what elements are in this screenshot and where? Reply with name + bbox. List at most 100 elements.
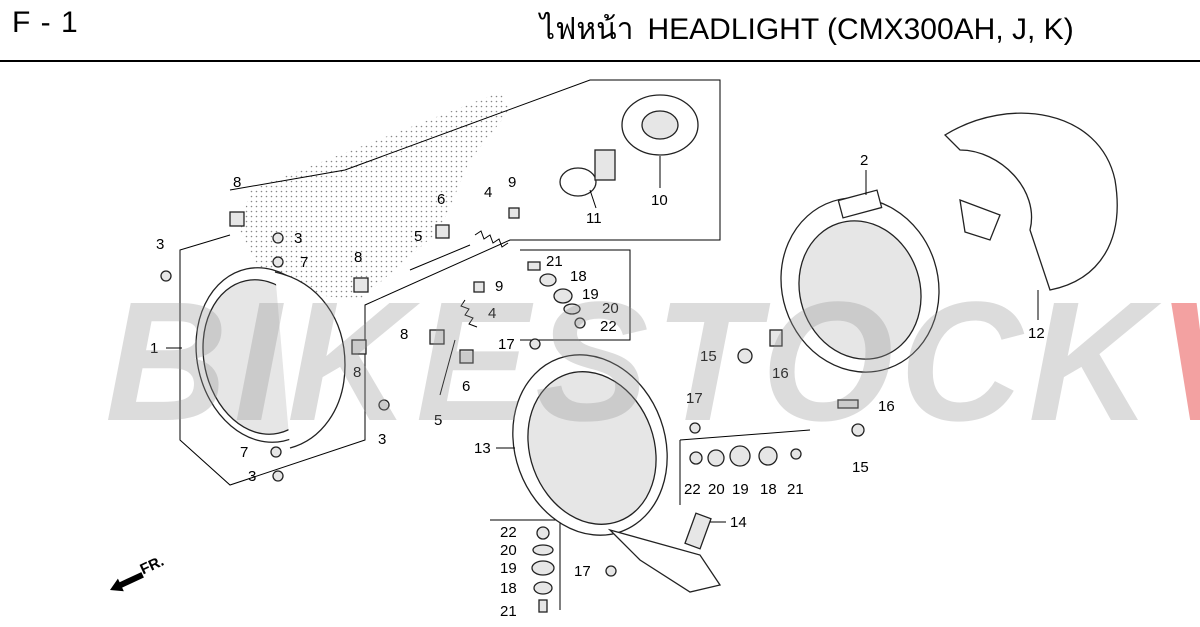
screw-3-a <box>272 232 284 244</box>
spring-lower <box>460 299 478 328</box>
socket-cover <box>621 94 699 156</box>
callout-4a: 4 <box>484 184 492 201</box>
adjuster-screw-lower <box>439 339 456 396</box>
clip-6-b <box>459 349 474 364</box>
callout-18c: 18 <box>500 580 517 597</box>
screw-3-d <box>272 470 284 482</box>
collar-18-upper <box>539 273 557 287</box>
callout-3c: 3 <box>378 431 386 448</box>
nut-8-lower <box>429 329 445 345</box>
callout-10: 10 <box>651 192 668 209</box>
callout-8b: 8 <box>354 249 362 266</box>
callout-19c: 19 <box>500 560 517 577</box>
nut-15-a <box>737 348 753 364</box>
collar-22-right <box>689 451 703 465</box>
callout-16b: 16 <box>878 398 895 415</box>
callout-22c: 22 <box>500 524 517 541</box>
bulb <box>559 149 616 197</box>
callout-15b: 15 <box>852 459 869 476</box>
washer-20-right <box>707 449 725 467</box>
bolt-14 <box>684 512 712 550</box>
callout-8d: 8 <box>353 364 361 381</box>
grommet-19-right <box>729 445 751 467</box>
callout-13: 13 <box>474 440 491 457</box>
clip-16-a <box>769 329 783 347</box>
washer-20-bottom <box>532 544 554 556</box>
callout-8a: 8 <box>233 174 241 191</box>
callout-15a: 15 <box>700 348 717 365</box>
screw-3-c <box>378 399 390 411</box>
nut-8-upper <box>229 211 245 227</box>
callout-14: 14 <box>730 514 747 531</box>
callout-20b: 20 <box>708 481 725 498</box>
header-divider <box>0 60 1200 62</box>
rear-cover <box>943 112 1118 291</box>
washer-7-a <box>272 256 284 268</box>
clip-6-a <box>435 224 450 239</box>
nut-8-middle <box>353 277 369 293</box>
callout-4b: 4 <box>488 305 496 322</box>
grommet-19-bottom <box>531 560 555 576</box>
bolt-21-upper <box>527 261 541 271</box>
callout-6a: 6 <box>437 191 445 208</box>
callout-20a: 20 <box>602 300 619 317</box>
grommet-19-upper <box>553 288 573 304</box>
callout-22a: 22 <box>600 318 617 335</box>
callout-8c: 8 <box>400 326 408 343</box>
callout-5a: 5 <box>414 228 422 245</box>
callout-12: 12 <box>1028 325 1045 342</box>
screw-17-a <box>529 338 541 350</box>
callout-3b: 3 <box>294 230 302 247</box>
front-direction-arrow-icon <box>110 572 144 592</box>
nut-15-b <box>851 423 865 437</box>
clip-16-b <box>837 399 859 409</box>
callout-1: 1 <box>150 340 158 357</box>
washer-group-box <box>520 249 631 341</box>
collar-22-upper <box>574 317 586 329</box>
callout-9a: 9 <box>508 174 516 191</box>
grommet-9-b <box>473 281 485 293</box>
callout-20c: 20 <box>500 542 517 559</box>
leader-11 <box>589 189 597 209</box>
bolt-21-bottom <box>538 599 548 613</box>
screw-17-b <box>689 422 701 434</box>
page-title: ไฟหน้า HEADLIGHT (CMX300AH, J, K) <box>540 6 1074 53</box>
callout-19b: 19 <box>732 481 749 498</box>
callout-21c: 21 <box>500 603 517 620</box>
callout-3d: 3 <box>248 468 256 485</box>
callout-16a: 16 <box>772 365 789 382</box>
exploded-view: 1 2 3 3 3 3 4 4 5 5 6 6 7 7 8 8 8 8 9 9 … <box>110 79 1118 620</box>
mount-group-box <box>679 429 811 441</box>
nut-8-bottom <box>351 339 367 355</box>
parts-diagram: BIKESTOCKVN <box>0 62 1200 622</box>
callout-7b: 7 <box>240 444 248 461</box>
callout-11: 11 <box>586 210 602 227</box>
callout-18b: 18 <box>760 481 777 498</box>
callout-22b: 22 <box>684 481 701 498</box>
callout-5b: 5 <box>434 412 442 429</box>
collar-18-right <box>758 446 778 466</box>
screw-17-c <box>605 565 617 577</box>
callout-9b: 9 <box>495 278 503 295</box>
callout-19a: 19 <box>582 286 599 303</box>
callout-17a: 17 <box>498 336 515 353</box>
bolt-21-right <box>790 448 802 460</box>
washer-20-upper <box>563 303 581 315</box>
callout-18a: 18 <box>570 268 587 285</box>
callout-3a: 3 <box>156 236 164 253</box>
callout-17c: 17 <box>574 563 591 580</box>
headlight-unit <box>195 267 346 449</box>
light-beam <box>240 92 510 300</box>
grommet-9-a <box>508 207 520 219</box>
title-thai: ไฟหน้า <box>540 13 634 46</box>
headlight-rim <box>512 354 722 593</box>
collar-22-bottom <box>536 526 550 540</box>
callout-6b: 6 <box>462 378 470 395</box>
callout-2: 2 <box>860 152 868 169</box>
title-english: HEADLIGHT (CMX300AH, J, K) <box>647 13 1074 46</box>
headlight-case <box>780 189 940 373</box>
washer-7-b <box>270 446 282 458</box>
callout-21b: 21 <box>787 481 804 498</box>
callout-7a: 7 <box>300 254 308 271</box>
